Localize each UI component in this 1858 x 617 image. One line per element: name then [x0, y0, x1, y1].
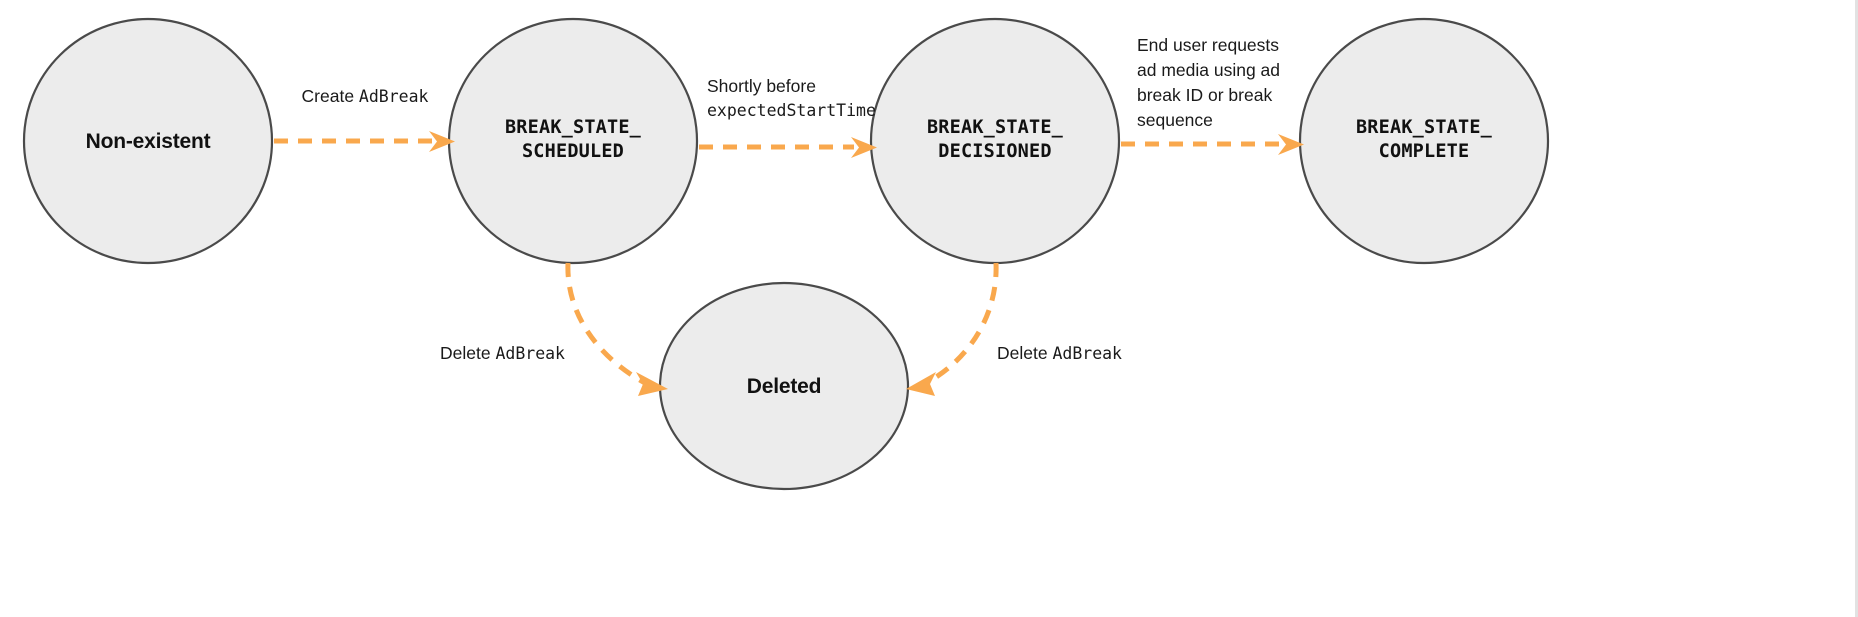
node-group-non-existent[interactable] [22, 17, 274, 265]
edge-create-adbreak[interactable] [274, 131, 455, 152]
edge-delete-adbreak-decisioned[interactable] [906, 262, 999, 396]
edge-delete-adbreak-scheduled-arrowhead [636, 372, 668, 396]
edge-delete-adbreak-decisioned-line [926, 262, 999, 385]
edge-label-shortly-before: Shortly before expectedStartTime [707, 74, 887, 122]
edge-label-line-2: ad media using ad [1137, 59, 1281, 80]
edge-label-create-adbreak: Create AdBreak [236, 84, 494, 109]
node-deleted[interactable] [658, 281, 910, 491]
edge-create-adbreak-arrowhead [429, 131, 455, 152]
edge-label-segment-sans: Delete [997, 343, 1053, 363]
node-group-break-state-decisioned[interactable] [869, 17, 1121, 265]
scrollbar-track[interactable] [1855, 0, 1858, 617]
edge-label-segment-mono: AdBreak [358, 87, 429, 106]
edge-end-user-requests[interactable] [1121, 134, 1304, 155]
edge-label-delete-adbreak-decisioned: Delete AdBreak [997, 341, 1177, 366]
edge-shortly-before[interactable] [699, 137, 877, 158]
edge-label-segment-mono: AdBreak [1052, 344, 1122, 363]
edge-delete-adbreak-scheduled[interactable] [565, 262, 668, 396]
edge-label-line-1: Shortly before [707, 76, 816, 96]
node-group-break-state-complete[interactable] [1298, 17, 1550, 265]
edge-label-line: Delete AdBreak [440, 341, 620, 366]
edge-label-line-2: expectedStartTime [707, 100, 876, 120]
node-break-state-decisioned[interactable] [869, 17, 1121, 265]
edge-label-end-user-requests: End user requests ad media using ad break … [1137, 33, 1337, 132]
edge-label-line: Create AdBreak [236, 84, 494, 109]
edge-label-line-1: End user requests [1137, 35, 1280, 55]
edge-label-segment-mono: AdBreak [495, 344, 565, 363]
edge-delete-adbreak-decisioned-arrowhead [906, 372, 936, 396]
node-non-existent[interactable] [22, 17, 274, 265]
edge-label-segment-sans: Create [301, 86, 359, 106]
edge-end-user-requests-arrowhead [1278, 134, 1304, 155]
edge-label-line-4: sequence [1137, 109, 1213, 130]
node-group-deleted[interactable] [658, 281, 910, 491]
node-group-break-state-scheduled[interactable] [447, 17, 699, 265]
edge-label-line: Delete AdBreak [997, 341, 1177, 366]
edge-label-segment-sans: Delete [440, 343, 496, 363]
edge-label-delete-adbreak-scheduled: Delete AdBreak [440, 341, 620, 366]
node-break-state-scheduled[interactable] [447, 17, 699, 265]
node-break-state-complete[interactable] [1298, 17, 1550, 265]
edge-label-line-3: break ID or break [1137, 84, 1273, 105]
edge-shortly-before-arrowhead [851, 137, 877, 158]
edge-delete-adbreak-scheduled-line [565, 262, 647, 386]
